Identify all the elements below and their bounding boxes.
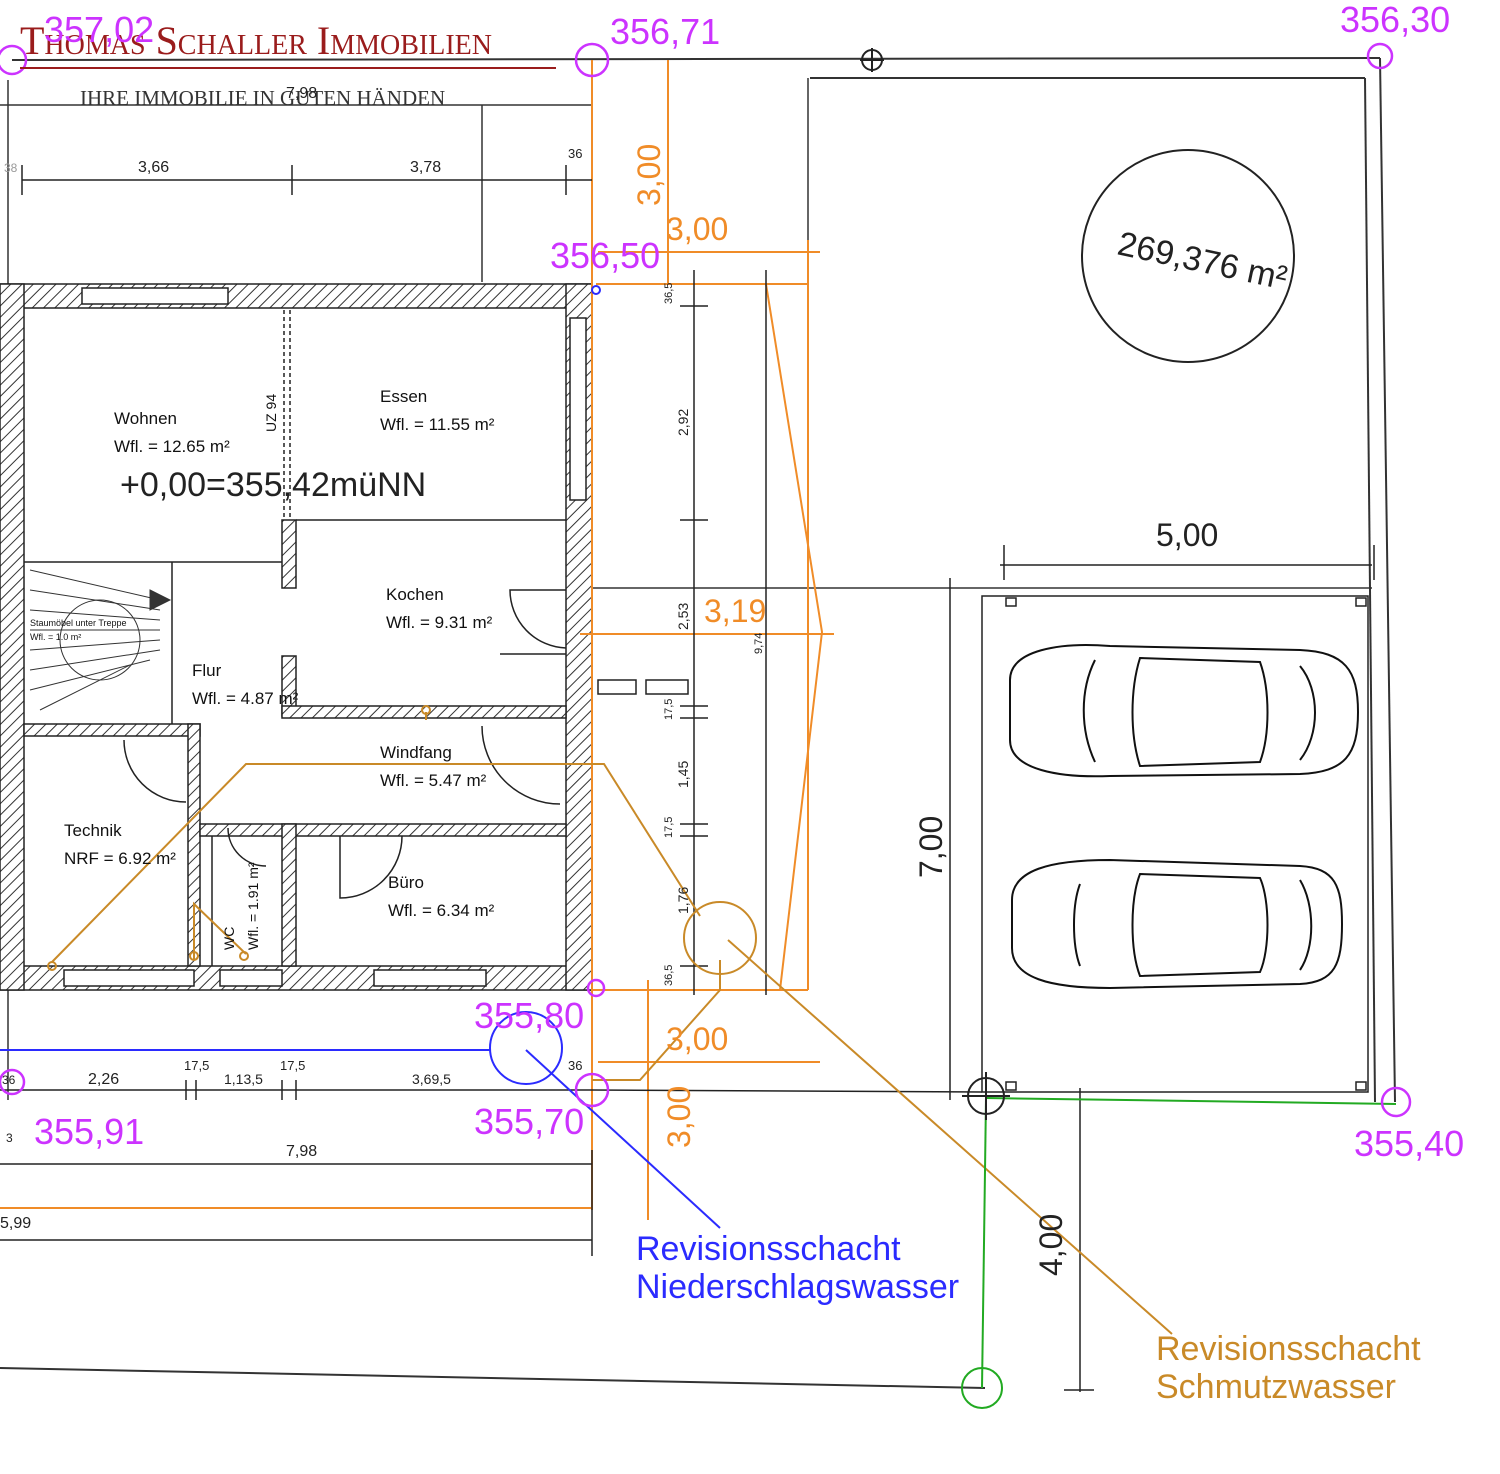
room-name: Wohnen (114, 409, 177, 428)
windows (63, 287, 689, 987)
room-area: Wfl. = 9.31 m² (386, 613, 493, 632)
orange-setback-lines (0, 60, 834, 1220)
dimension-label: 36 (568, 1058, 582, 1073)
property-boundary (0, 57, 1396, 1389)
room-area: Wfl. = 4.87 m² (192, 689, 299, 708)
setback-label: 3,00 (666, 211, 728, 247)
elevation-label: 356,71 (610, 11, 720, 52)
dimension-label: 17,5 (663, 699, 675, 720)
dimension-label: 3 (6, 1131, 13, 1145)
car-2 (1011, 858, 1344, 990)
room-area: Wfl. = 12.65 m² (114, 437, 230, 456)
room-name: Flur (192, 661, 222, 680)
elevation-label: 355,80 (474, 995, 584, 1036)
dimension-label: 3,66 (138, 159, 169, 176)
room-area: Wfl. = 6.34 m² (388, 901, 495, 920)
dimension-label: 36 (2, 1073, 16, 1087)
crosshair-markers (860, 48, 1010, 1120)
rainwater-pipe (0, 285, 721, 1229)
survey-markers (0, 42, 1412, 1118)
room-area: Wfl. = 11.55 m² (380, 415, 495, 434)
green-boundary-line (961, 1097, 1397, 1409)
brand-title: Thomas Schaller Immobilien (20, 18, 492, 63)
dimension-label: 5,99 (0, 1215, 31, 1232)
dimension-label: 38 (4, 161, 18, 175)
dimension-label: 7,98 (286, 1143, 317, 1160)
setback-label: 3,19 (704, 593, 766, 629)
dimension-label: 7,00 (913, 816, 949, 878)
elevation-label: 356,50 (550, 235, 660, 276)
dimension-label: 1,76 (675, 887, 691, 914)
dimension-label: 2,53 (675, 603, 691, 630)
dimension-label: 3,69,5 (412, 1071, 451, 1087)
level-reference: +0,00=355,42müNN (120, 466, 426, 504)
setback-label: 3,00 (631, 144, 667, 206)
room-name: Kochen (386, 585, 444, 604)
room-name: Technik (64, 821, 122, 840)
room-area: Wfl. = 1.91 m² (245, 862, 261, 950)
car-1 (1009, 644, 1360, 778)
wastewater-shaft-label: Schmutzwasser (1156, 1368, 1396, 1406)
doors (123, 589, 567, 899)
dimension-label: 17,5 (184, 1058, 209, 1073)
area-circle (1081, 149, 1295, 363)
dimension-label: 36 (568, 146, 582, 161)
elevation-label: 356,30 (1340, 0, 1450, 40)
dimension-label: 17,5 (280, 1058, 305, 1073)
dimension-label: 2,92 (675, 409, 691, 436)
dimension-label: 1,13,5 (224, 1071, 263, 1087)
elevation-label: 355,91 (34, 1111, 144, 1152)
brand-subtitle: IHRE IMMOBILIE IN GUTEN HÄNDEN (80, 86, 445, 110)
setback-label: 3,00 (666, 1021, 728, 1057)
wastewater-shaft-label: Revisionsschacht (1156, 1330, 1421, 1368)
house-walls (0, 283, 593, 991)
dimension-label: 36,5 (663, 283, 675, 304)
room-area: NRF = 6.92 m² (64, 849, 176, 868)
elevation-label: 355,70 (474, 1101, 584, 1142)
room-area: Wfl. = 5.47 m² (380, 771, 487, 790)
dimension-label: 1,45 (675, 761, 691, 788)
dimension-label: 9,74 (753, 633, 765, 654)
dimension-label: 17,5 (663, 817, 675, 838)
room-name: Windfang (380, 743, 452, 762)
uz-label: UZ 94 (263, 394, 279, 432)
room-name: Staumöbel unter Treppe (30, 618, 127, 628)
room-name: WC (221, 927, 237, 950)
setback-label: 3,00 (661, 1086, 697, 1148)
room-name: Essen (380, 387, 427, 406)
dimension-label: 2,26 (88, 1071, 119, 1088)
dimension-label: 3,78 (410, 159, 441, 176)
rainwater-shaft-label: Niederschlagswasser (636, 1268, 959, 1306)
dimension-label: 36,5 (663, 965, 675, 986)
elevation-label: 357,02 (44, 9, 154, 50)
elevation-label: 355,40 (1354, 1123, 1464, 1164)
dimension-lines (0, 165, 1375, 1392)
interior-lines (24, 310, 566, 966)
dimension-label: 7,98 (286, 85, 317, 102)
dimension-label: 4,00 (1033, 1214, 1069, 1276)
room-area: Wfl. = 1.0 m² (30, 632, 81, 642)
staircase (29, 569, 172, 711)
garage (591, 595, 1369, 1093)
waste-water-pipe (47, 705, 1173, 1335)
area-circle-label: 269,376 m² (1114, 225, 1290, 298)
rainwater-shaft-label: Revisionsschacht (636, 1230, 901, 1268)
dimension-label: 5,00 (1156, 517, 1218, 553)
room-name: Büro (388, 873, 424, 892)
